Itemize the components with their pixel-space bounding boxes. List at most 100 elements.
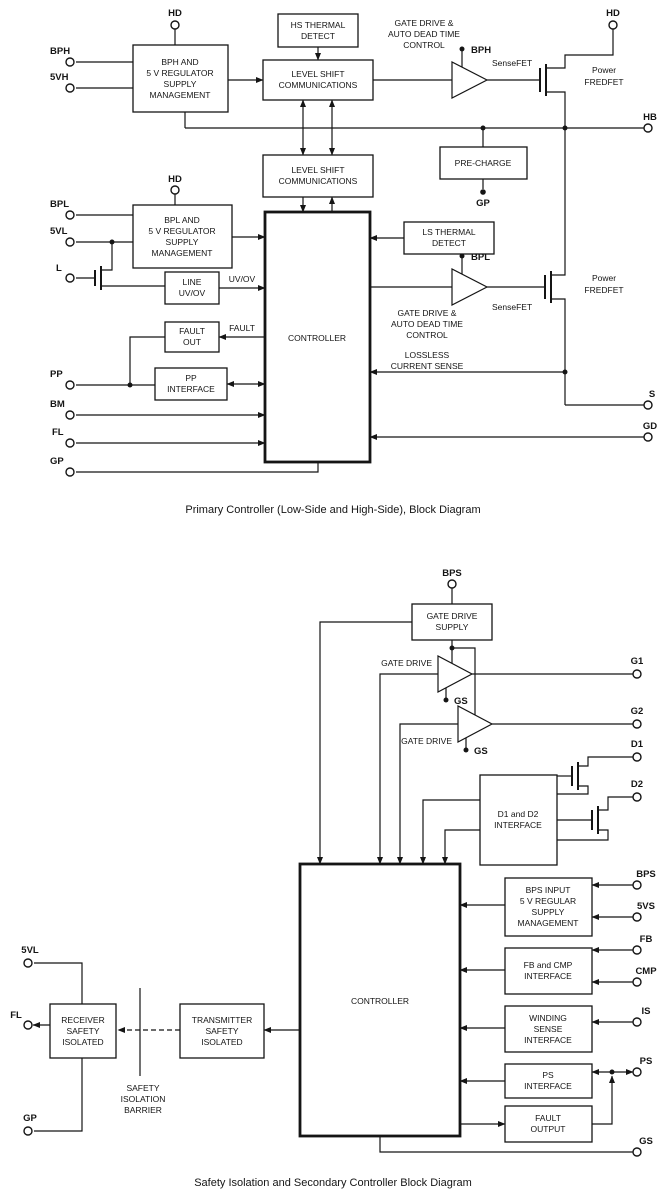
high-side-gate-driver-icon <box>451 61 489 99</box>
secondary-caption: Safety Isolation and Secondary Controlle… <box>194 1177 472 1189</box>
node-label-gs-2: GS <box>474 746 488 757</box>
pin-bps-circle <box>447 579 457 589</box>
block-ls-thermal-detect: LS THERMAL DETECT <box>403 221 495 255</box>
pin-5vl-circle <box>23 958 33 968</box>
block-secondary-controller: CONTROLLER <box>298 862 462 1138</box>
block-label: BPH AND <box>161 57 198 67</box>
block-gate-drive-supply: GATE DRIVE SUPPLY <box>411 603 493 641</box>
line-sense-mosfet-icon <box>94 266 102 290</box>
block-hs-thermal-detect: HS THERMAL DETECT <box>277 13 359 48</box>
block-pre-charge: PRE-CHARGE <box>439 146 528 180</box>
block-outline <box>164 271 220 305</box>
block-bph-supply-management: BPH AND 5 V REGULATOR SUPPLY MANAGEMENT <box>132 44 229 113</box>
pin-fb-circle <box>632 945 642 955</box>
block-label: CONTROLLER <box>351 996 409 1006</box>
label-sensefet-ls: SenseFET <box>492 302 532 312</box>
block-bpl-supply-management: BPL AND 5 V REGULATOR SUPPLY MANAGEMENT <box>132 204 233 269</box>
pin-label-gp-precharge: GP <box>476 198 490 209</box>
block-label: FAULT <box>535 1113 561 1123</box>
block-label: COMMUNICATIONS <box>279 176 358 186</box>
wire <box>546 91 566 128</box>
pin-label-cmp: CMP <box>635 966 657 977</box>
pin-ps-circle <box>632 1067 642 1077</box>
signal-label-fault: FAULT <box>229 323 255 333</box>
pin-5vs-circle <box>632 912 642 922</box>
block-label: DETECT <box>301 31 335 41</box>
label-lossless-current-sense: LOSSLESS <box>405 350 450 360</box>
wire <box>101 242 113 271</box>
wire <box>578 756 633 767</box>
pin-label-gd: GD <box>643 421 657 432</box>
block-label: MANAGEMENT <box>518 918 579 928</box>
block-label: FB and CMP <box>524 960 573 970</box>
block-outline <box>504 1105 593 1143</box>
block-d1-d2-interface: D1 and D2 INTERFACE <box>479 774 558 866</box>
label-gate-drive-adt-hs: GATE DRIVE & <box>395 18 454 28</box>
label-gate-drive-adt-ls: CONTROL <box>406 330 448 340</box>
block-label: PS <box>542 1070 554 1080</box>
pin-label-d1: D1 <box>631 739 644 750</box>
block-outline <box>132 204 233 269</box>
pin-hd-circle <box>170 20 180 30</box>
pin-5vh-circle <box>65 83 75 93</box>
junction-dot <box>562 369 568 375</box>
block-outline <box>298 862 462 1138</box>
wire <box>76 462 319 473</box>
block-outline <box>403 221 495 255</box>
wire <box>34 962 83 1004</box>
block-label: UV/OV <box>179 288 206 298</box>
pin-label-bps: BPS <box>442 568 462 579</box>
pin-g1-circle <box>632 669 642 679</box>
pin-label-hb: HB <box>643 112 657 123</box>
pin-cmp-circle <box>632 977 642 987</box>
pin-bps-right-circle <box>632 880 642 890</box>
secondary-controller-diagram: GATE DRIVE SUPPLY D1 and D2 INTERFACE CO… <box>10 568 657 1189</box>
wire <box>442 829 480 865</box>
block-level-shift-communications-top: LEVEL SHIFT COMMUNICATIONS <box>262 59 374 101</box>
wire <box>551 128 566 276</box>
block-label: LEVEL SHIFT <box>291 69 344 79</box>
block-label: LS THERMAL <box>422 227 475 237</box>
block-fault-out: FAULT OUT <box>164 321 220 353</box>
pin-label-gs-bottom: GS <box>639 1136 653 1147</box>
block-label: RECEIVER <box>61 1015 104 1025</box>
block-label: PP <box>185 373 197 383</box>
pin-label-hd: HD <box>168 174 182 185</box>
pin-g2-circle <box>632 719 642 729</box>
wire <box>546 29 614 69</box>
low-side-gate-driver-icon <box>451 268 489 306</box>
label-power-fredfet-hs: Power <box>592 65 616 75</box>
block-outline <box>504 877 593 937</box>
block-outline <box>277 13 359 48</box>
label-gate-drive-adt-hs: CONTROL <box>403 40 445 50</box>
wire <box>377 673 438 865</box>
pin-label-gp: GP <box>23 1113 37 1124</box>
pin-hb-circle <box>643 123 653 133</box>
block-pp-interface: PP INTERFACE <box>154 367 228 401</box>
block-fault-output: FAULT OUTPUT <box>504 1105 593 1143</box>
block-label: SUPPLY <box>532 907 565 917</box>
pin-bpl-circle <box>65 210 75 220</box>
pin-hd-circle <box>170 185 180 195</box>
junction-dot <box>127 382 133 388</box>
wire <box>598 796 633 811</box>
block-label: TRANSMITTER <box>192 1015 252 1025</box>
pin-bph-circle <box>65 57 75 67</box>
pin-d2-circle <box>632 792 642 802</box>
block-label: 5 V REGULAR <box>520 896 576 906</box>
gs-node-dot <box>463 747 469 753</box>
label-sensefet-hs: SenseFET <box>492 58 532 68</box>
block-outline <box>154 367 228 401</box>
pin-label-ps: PS <box>640 1056 653 1067</box>
junction-dot <box>109 239 115 245</box>
block-receiver-safety-isolated: RECEIVER SAFETY ISOLATED <box>49 1003 117 1059</box>
block-label: LINE <box>183 277 202 287</box>
block-label: INTERFACE <box>167 384 215 394</box>
pin-gp-circle <box>65 467 75 477</box>
block-label: HS THERMAL <box>291 20 346 30</box>
block-label: SUPPLY <box>436 622 469 632</box>
pin-fl-circle <box>23 1020 33 1030</box>
block-label: INTERFACE <box>524 1035 572 1045</box>
block-label: MANAGEMENT <box>152 248 213 258</box>
block-label: INTERFACE <box>524 971 572 981</box>
